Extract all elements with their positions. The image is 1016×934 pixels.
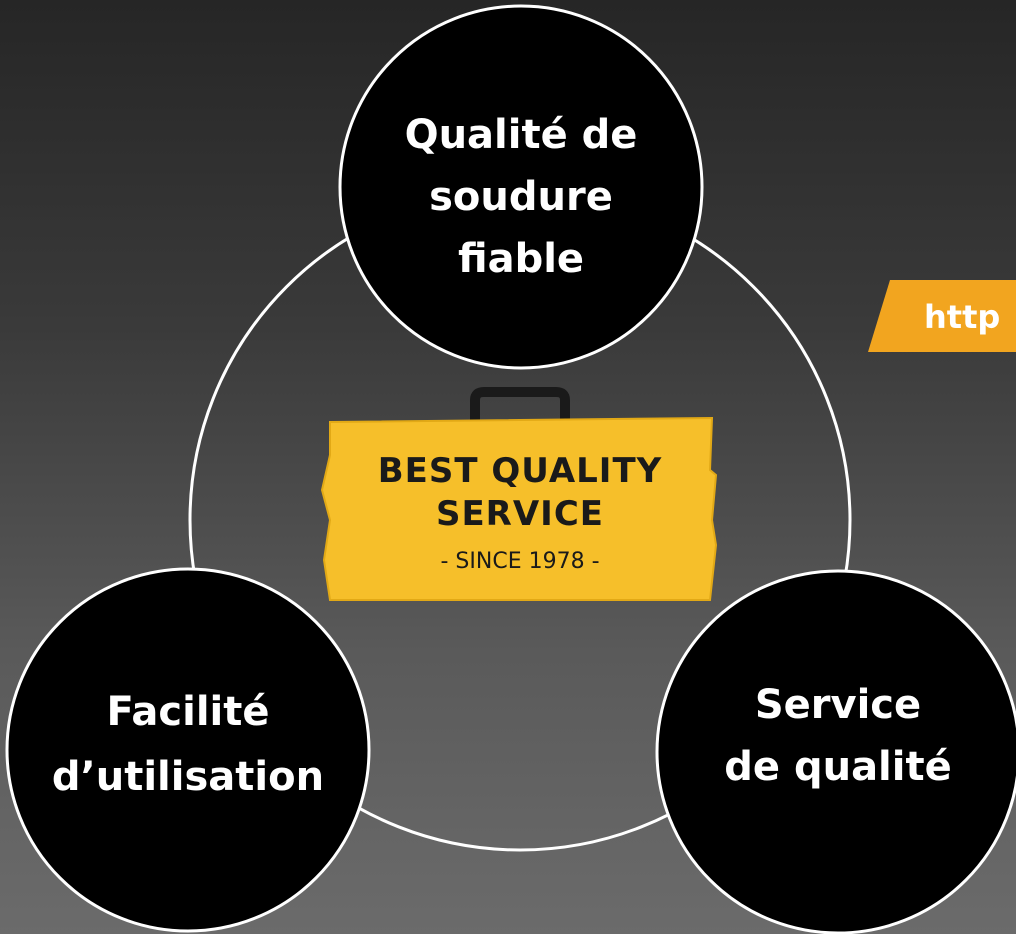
url-banner-shape — [868, 280, 1016, 352]
node-left: Facilité d’utilisation — [5, 567, 371, 933]
node-top-line-3: fiable — [458, 236, 584, 282]
logo-line-2: SERVICE — [436, 494, 604, 534]
node-right-line-2: de qualité — [724, 744, 951, 790]
node-top-circle — [338, 4, 704, 370]
node-left-circle — [5, 567, 371, 933]
node-left-line-2: d’utilisation — [52, 754, 324, 800]
node-right-line-1: Service — [755, 682, 921, 728]
node-top-line-1: Qualité de — [405, 112, 638, 158]
url-banner-text: http — [924, 298, 1000, 336]
logo-badge: BEST QUALITY SERVICE - SINCE 1978 - — [320, 387, 718, 601]
node-right: Service de qualité — [655, 569, 1016, 934]
logo-handle — [470, 387, 570, 435]
logo-line-3: - SINCE 1978 - — [440, 549, 599, 574]
node-left-line-1: Facilité — [106, 689, 269, 735]
node-right-circle — [655, 569, 1016, 934]
logo-box — [320, 416, 718, 601]
node-top: Qualité de soudure fiable — [338, 4, 704, 370]
logo-line-1: BEST QUALITY — [378, 451, 663, 491]
url-banner: http — [868, 280, 1016, 352]
node-top-line-2: soudure — [429, 174, 613, 220]
